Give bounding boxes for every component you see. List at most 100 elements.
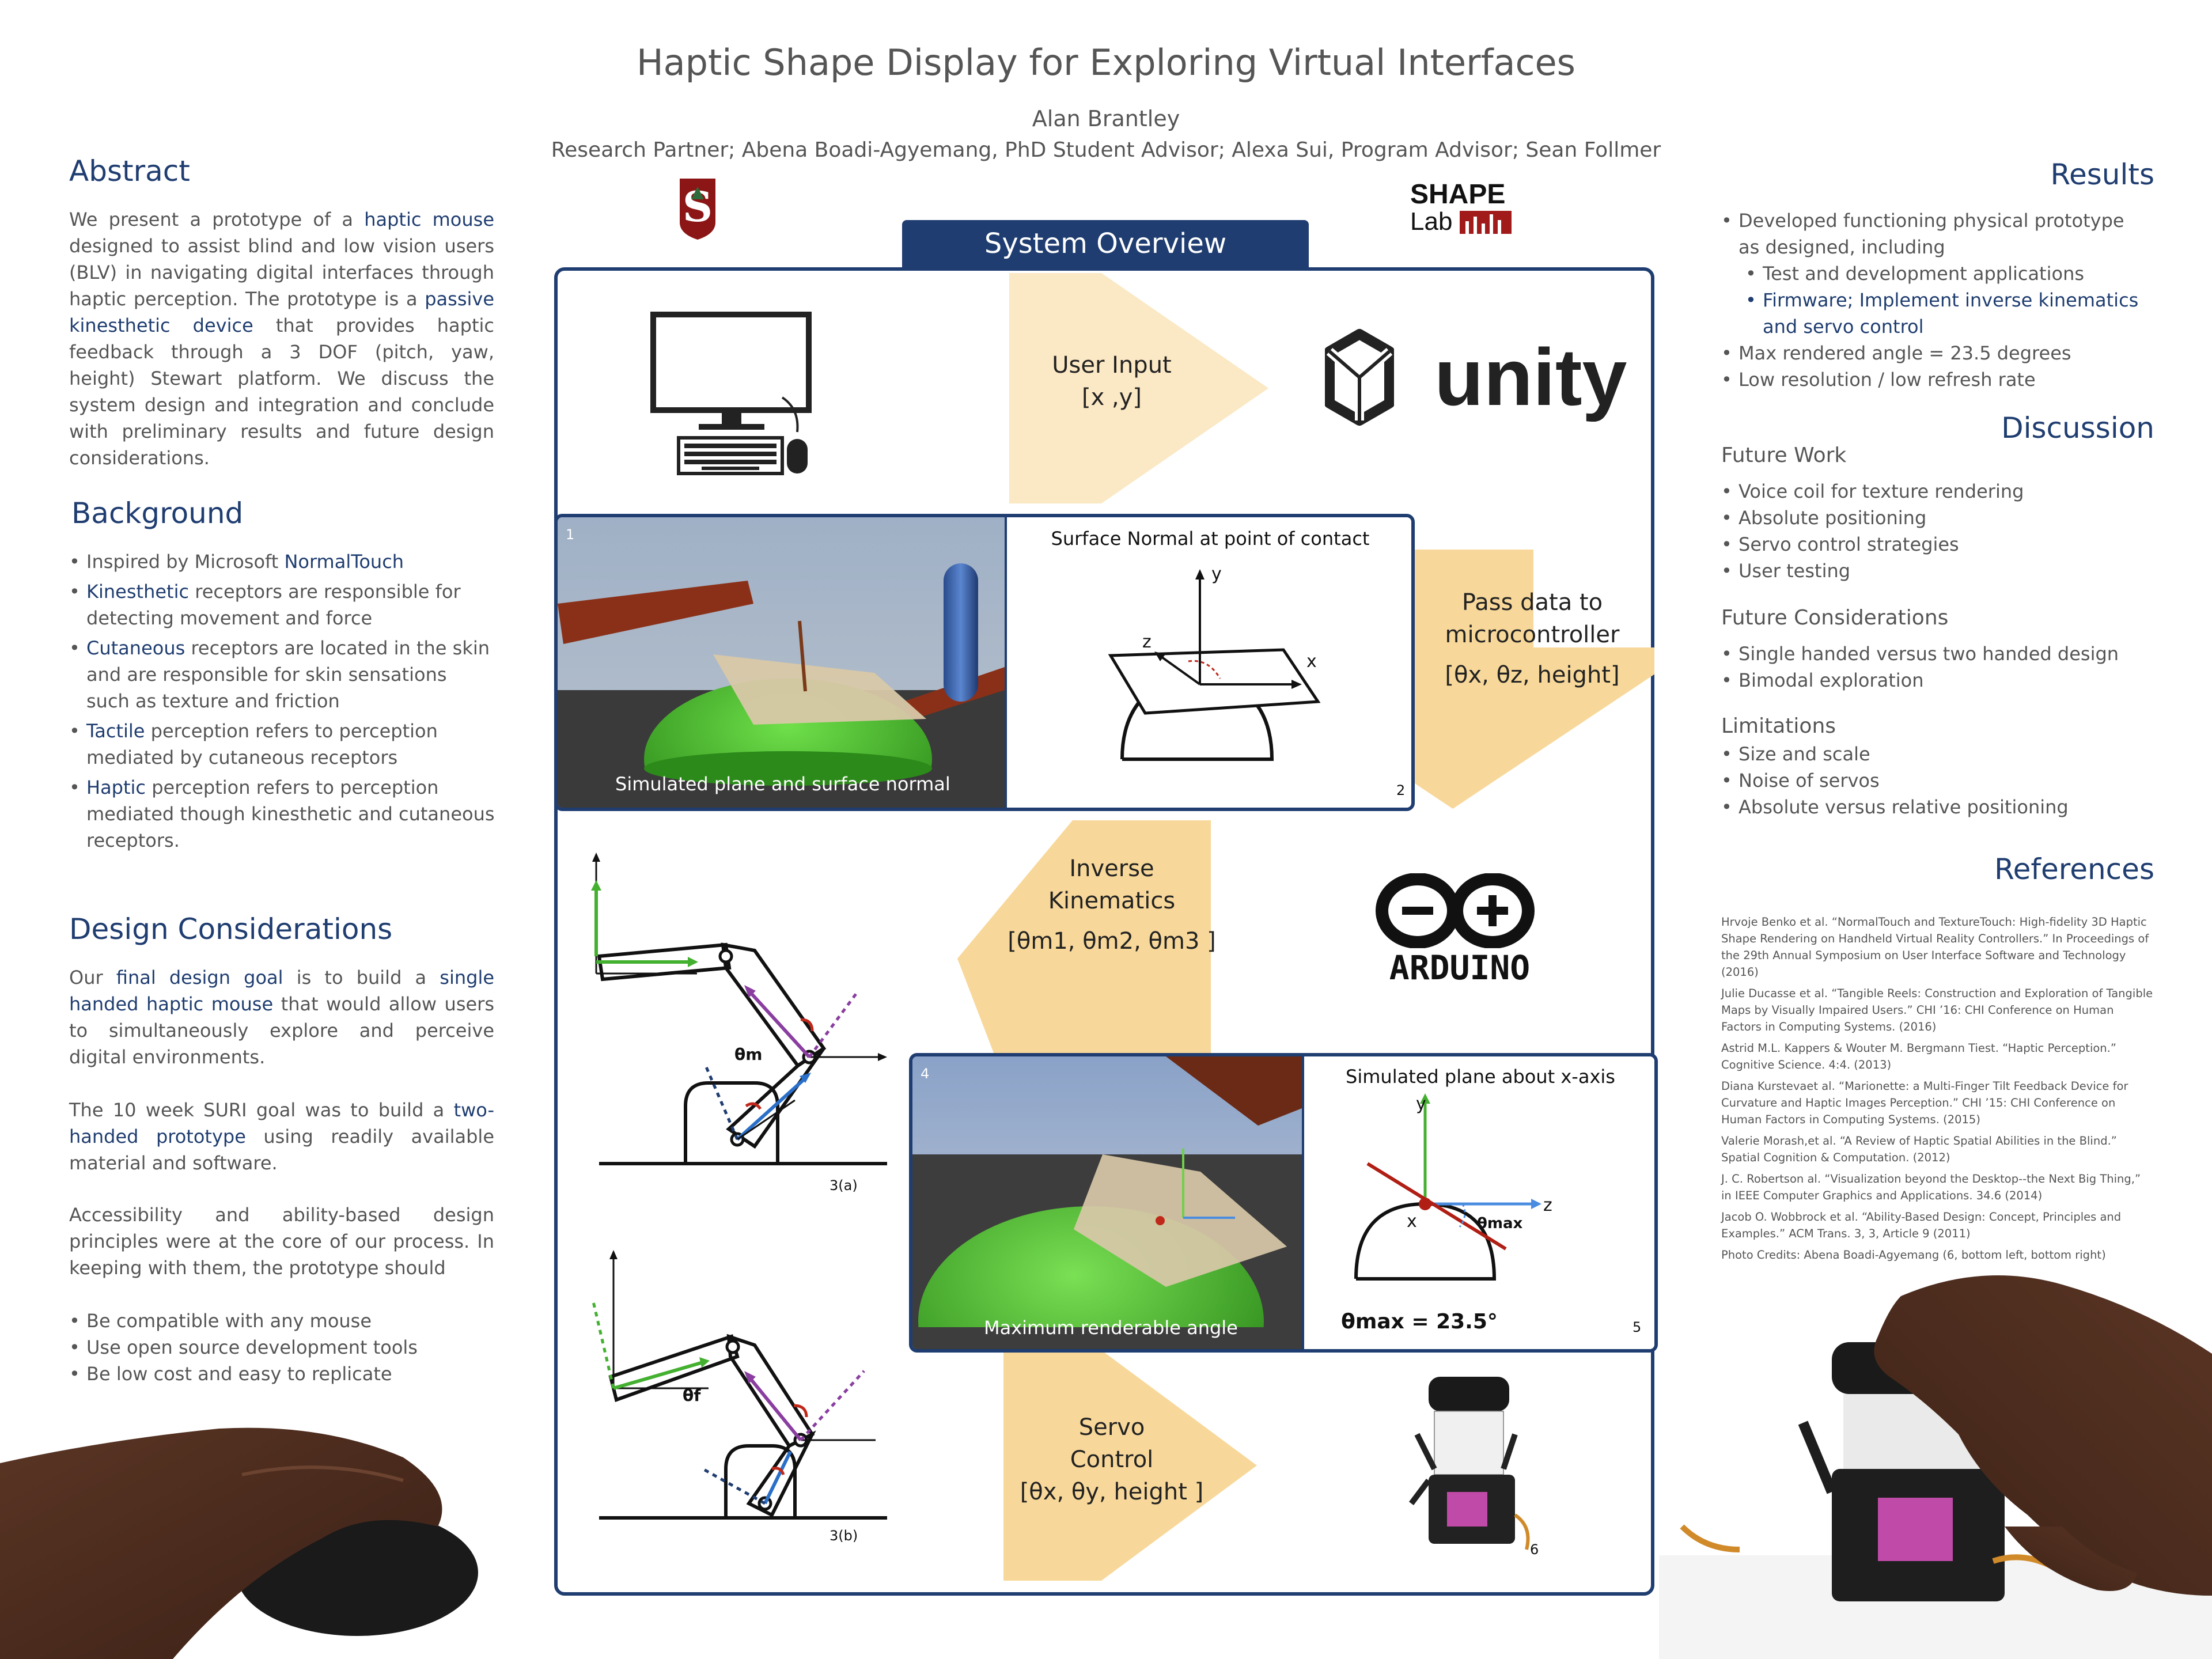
hand-on-mouse-photo <box>0 1427 478 1659</box>
axis-y-label: y <box>1416 1094 1426 1114</box>
list-item: Test and development applications <box>1721 260 2147 287</box>
shape-lab-top: SHAPE <box>1410 179 1506 210</box>
design-heading: Design Considerations <box>69 912 393 946</box>
panel-1-number: 1 <box>566 527 575 543</box>
poster-title: Haptic Shape Display for Exploring Virtu… <box>637 41 1575 84</box>
plane-x-axis-diagram: y z x θmax <box>1354 1093 1552 1281</box>
axis-z-label: z <box>1543 1195 1552 1215</box>
research-partners: Research Partner; Abena Boadi-Agyemang, … <box>551 138 1661 162</box>
reference-item: Diana Kurstevaet al. “Marionette: a Mult… <box>1721 1080 2128 1126</box>
surface-normal-diagram: y x z <box>1108 564 1321 761</box>
future-considerations-list: Single handed versus two handed design B… <box>1721 641 2147 694</box>
servo-device-photo <box>1409 1377 1530 1550</box>
list-item: Tactile perception refers to perception … <box>69 718 495 771</box>
design-text-1: Our final design goal is to build a sing… <box>69 967 495 1068</box>
shape-lab-bars <box>1460 211 1512 234</box>
list-item: Noise of servos <box>1721 767 2147 794</box>
robot-arm-diagram-a: θm <box>591 853 887 1165</box>
design-text-3: Accessibility and ability-based design p… <box>69 1204 494 1279</box>
list-item: Bimodal exploration <box>1721 667 2147 694</box>
axis-x-label: x <box>1407 1211 1417 1232</box>
panel-2-title: Surface Normal at point of contact <box>1051 528 1370 550</box>
max-angle-render <box>912 1056 1302 1349</box>
theta-f-label: θf <box>683 1386 701 1405</box>
user-input-label: User Input[x ,y] <box>1052 352 1172 411</box>
arduino-icon <box>1376 873 1535 948</box>
references-heading: References <box>1994 853 2154 886</box>
hand-on-device-photo <box>1659 1275 2212 1659</box>
abstract-text: We present a prototype of a haptic mouse… <box>69 209 495 469</box>
future-work-list: Voice coil for texture rendering Absolut… <box>1721 478 2147 584</box>
author-name: Alan Brantley <box>1032 106 1180 131</box>
reference-item: J. C. Robertson al. “Visualization beyon… <box>1721 1172 2141 1202</box>
panel-3a-number: 3(a) <box>830 1177 858 1194</box>
panel-simulated-plane: 1 Simulated plane and surface normal Sur… <box>554 514 1415 811</box>
limitations-heading: Limitations <box>1721 714 1836 738</box>
reference-item: Jacob O. Wobbrock et al. “Ability-Based … <box>1721 1210 2122 1240</box>
limitations-list: Size and scale Noise of servos Absolute … <box>1721 741 2147 820</box>
panel-4-caption: Maximum renderable angle <box>984 1317 1238 1339</box>
panel-plane-x-axis: Simulated plane about x-axis y z x θmax … <box>1302 1056 1654 1349</box>
discussion-heading: Discussion <box>2001 411 2154 445</box>
panel-surface-normal: Surface Normal at point of contact y x z… <box>1005 517 1411 808</box>
unity-logo-text: unity <box>1434 332 1627 422</box>
list-item: Cutaneous receptors are located in the s… <box>69 635 495 714</box>
panel-5-number: 5 <box>1633 1319 1642 1335</box>
list-item: Absolute positioning <box>1721 505 2147 531</box>
computer-icon <box>650 312 812 475</box>
list-item: Firmware; Implement inverse kinematics a… <box>1721 287 2147 340</box>
list-item: Use open source development tools <box>69 1334 495 1361</box>
system-overview-box <box>554 267 1654 1596</box>
list-item: Voice coil for texture rendering <box>1721 478 2147 505</box>
panel-6-number: 6 <box>1530 1541 1539 1558</box>
list-item: Servo control strategies <box>1721 531 2147 558</box>
list-item: Haptic perception refers to perception m… <box>69 774 495 854</box>
panel-5-title: Simulated plane about x-axis <box>1346 1066 1615 1088</box>
list-item: Size and scale <box>1721 741 2147 767</box>
list-item: Absolute versus relative positioning <box>1721 794 2147 820</box>
reference-item: Astrid M.L. Kappers & Wouter M. Bergmann… <box>1721 1041 2116 1071</box>
shape-lab-logo: SHAPE Lab <box>1410 181 1514 235</box>
list-item: Kinesthetic receptors are responsible fo… <box>69 578 495 631</box>
arduino-logo-text: ARDUINO <box>1389 948 1531 987</box>
system-overview-title: System Overview <box>902 220 1309 267</box>
stanford-logo: S <box>680 179 715 240</box>
robot-arm-diagram-b: θf <box>592 1250 887 1520</box>
list-item: Be low cost and easy to replicate <box>69 1361 495 1387</box>
list-item: User testing <box>1721 558 2147 584</box>
list-item: Developed functioning physical prototype… <box>1721 207 2147 260</box>
panel-3b-number: 3(b) <box>830 1528 858 1544</box>
reference-item: Valerie Morash,et al. “A Review of Hapti… <box>1721 1134 2117 1164</box>
panel-4-number: 4 <box>921 1066 930 1082</box>
theta-max-label: θmax <box>1477 1215 1522 1232</box>
theta-max-equation: θmax = 23.5° <box>1341 1310 1498 1334</box>
axis-z-label: z <box>1142 632 1152 652</box>
reference-item: Photo Credits: Abena Boadi-Agyemang (6, … <box>1721 1248 2106 1262</box>
panel-max-angle: 4 Maximum renderable angle Simulated pla… <box>909 1053 1658 1353</box>
list-item: Single handed versus two handed design <box>1721 641 2147 667</box>
design-text-2: The 10 week SURI goal was to build a two… <box>69 1099 495 1174</box>
future-work-heading: Future Work <box>1721 444 1847 467</box>
future-considerations-heading: Future Considerations <box>1721 606 1949 630</box>
list-item: Max rendered angle = 23.5 degrees <box>1721 340 2147 366</box>
design-list: Be compatible with any mouse Use open so… <box>69 1308 495 1387</box>
shape-lab-bottom: Lab <box>1410 207 1453 236</box>
background-list: Inspired by Microsoft NormalTouch Kinest… <box>69 548 495 854</box>
references-list: Hrvoje Benko et al. “NormalTouch and Tex… <box>1721 914 2153 1268</box>
simulated-plane-render <box>558 517 1005 808</box>
axis-y-label: y <box>1211 564 1222 584</box>
panel-2-number: 2 <box>1396 782 1406 798</box>
abstract-heading: Abstract <box>69 154 190 188</box>
list-item: Low resolution / low refresh rate <box>1721 366 2147 393</box>
list-item: Inspired by Microsoft NormalTouch <box>69 548 495 575</box>
reference-item: Hrvoje Benko et al. “NormalTouch and Tex… <box>1721 915 2149 979</box>
unity-icon <box>1325 329 1394 426</box>
reference-item: Julie Ducasse et al. “Tangible Reels: Co… <box>1721 987 2153 1033</box>
results-heading: Results <box>2050 158 2154 191</box>
axis-x-label: x <box>1306 652 1317 672</box>
list-item: Be compatible with any mouse <box>69 1308 495 1334</box>
theta-m-label: θm <box>734 1045 762 1064</box>
